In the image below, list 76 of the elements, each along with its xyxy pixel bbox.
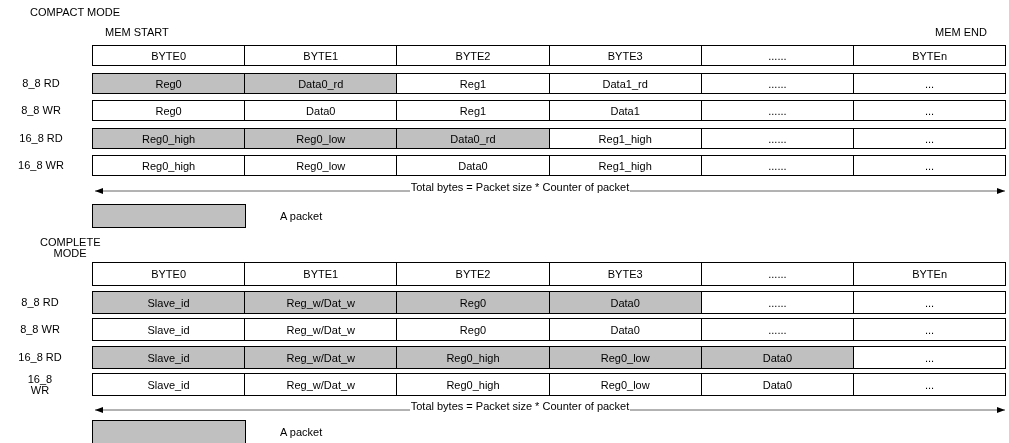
packet-cell: Data0_rd: [244, 73, 398, 94]
row-label: 8_8 WR: [20, 103, 62, 118]
table-cell: ......: [700, 128, 854, 149]
table-cell: Data0: [244, 100, 398, 121]
table-cell: ...: [853, 73, 1007, 94]
dimension-label: Total bytes = Packet size * Counter of packet: [410, 181, 630, 193]
table-header-cell: BYTE0: [92, 45, 246, 66]
row-label: 16_8 WR: [17, 158, 65, 173]
packet-cell: Reg0_low: [244, 128, 398, 149]
table-cell: ...: [853, 373, 1007, 396]
packet-cell: Reg0: [92, 73, 246, 94]
table-cell: Reg_w/Dat_w: [244, 373, 398, 396]
row-label: 16_8 RD: [18, 350, 62, 365]
row-label: 8_8 RD: [21, 76, 61, 91]
table-cell: Reg0_low: [244, 155, 398, 176]
packet-cell: Reg_w/Dat_w: [244, 291, 398, 314]
section-title: COMPACT MODE: [30, 6, 121, 18]
table-header-cell: BYTE0: [92, 262, 246, 286]
packet-cell: Data0: [700, 346, 854, 369]
table-header-cell: BYTE2: [396, 45, 550, 66]
table-cell: ...: [853, 346, 1007, 369]
row-label: 8_8 RD: [20, 295, 60, 310]
table-cell: ......: [700, 100, 854, 121]
table-cell: Slave_id: [92, 373, 246, 396]
table-cell: Reg0_high: [396, 373, 550, 396]
table-header-cell: BYTE1: [244, 45, 398, 66]
table-cell: Data0: [700, 373, 854, 396]
packet-cell: Data0: [548, 291, 702, 314]
table-cell: Reg1_high: [548, 155, 702, 176]
memory-end-label: MEM END: [935, 26, 987, 38]
row-label: 8_8 WR: [19, 322, 61, 337]
packet-cell: Reg_w/Dat_w: [244, 346, 398, 369]
table-cell: Data0: [548, 318, 702, 341]
table-header-cell: ......: [700, 45, 854, 66]
table-header-cell: BYTEn: [853, 45, 1007, 66]
table-header-cell: BYTE3: [548, 262, 702, 286]
row-label: 16_8 RD: [18, 131, 64, 146]
table-cell: ...: [853, 291, 1007, 314]
table-cell: Reg0: [92, 100, 246, 121]
table-cell: ......: [700, 155, 854, 176]
table-cell: ...: [853, 128, 1007, 149]
packet-cell: Slave_id: [92, 291, 246, 314]
table-cell: Reg0_low: [548, 373, 702, 396]
table-cell: Data0: [396, 155, 550, 176]
table-header-cell: BYTE1: [244, 262, 398, 286]
packet-cell: Reg0_low: [548, 346, 702, 369]
table-cell: ...: [853, 155, 1007, 176]
table-cell: Reg1_high: [548, 128, 702, 149]
table-cell: Reg1: [396, 100, 550, 121]
row-label: 16_8 WR: [26, 373, 54, 396]
legend-label: A packet: [280, 426, 323, 438]
table-header-cell: ......: [700, 262, 854, 286]
packet-cell: Reg0_high: [396, 346, 550, 369]
table-cell: Data1_rd: [548, 73, 702, 94]
table-header-cell: BYTE2: [396, 262, 550, 286]
table-header-cell: BYTE3: [548, 45, 702, 66]
packet-cell: Slave_id: [92, 346, 246, 369]
table-cell: ......: [700, 291, 854, 314]
table-cell: Data1: [548, 100, 702, 121]
table-cell: Slave_id: [92, 318, 246, 341]
table-cell: ......: [700, 73, 854, 94]
packet-cell: Reg0_high: [92, 128, 246, 149]
packet-cell: Data0_rd: [396, 128, 550, 149]
table-cell: ...: [853, 318, 1007, 341]
table-cell: Reg_w/Dat_w: [244, 318, 398, 341]
table-cell: Reg0: [396, 318, 550, 341]
packet-cell: Reg0: [396, 291, 550, 314]
table-cell: ...: [853, 100, 1007, 121]
dimension-label: Total bytes = Packet size * Counter of packet: [410, 400, 630, 412]
table-header-cell: BYTEn: [853, 262, 1007, 286]
legend-label: A packet: [280, 210, 323, 222]
table-cell: ......: [700, 318, 854, 341]
table-cell: Reg0_high: [92, 155, 246, 176]
table-cell: Reg1: [396, 73, 550, 94]
memory-start-label: MEM START: [105, 26, 169, 38]
section-title: COMPLETE MODE: [40, 237, 100, 259]
